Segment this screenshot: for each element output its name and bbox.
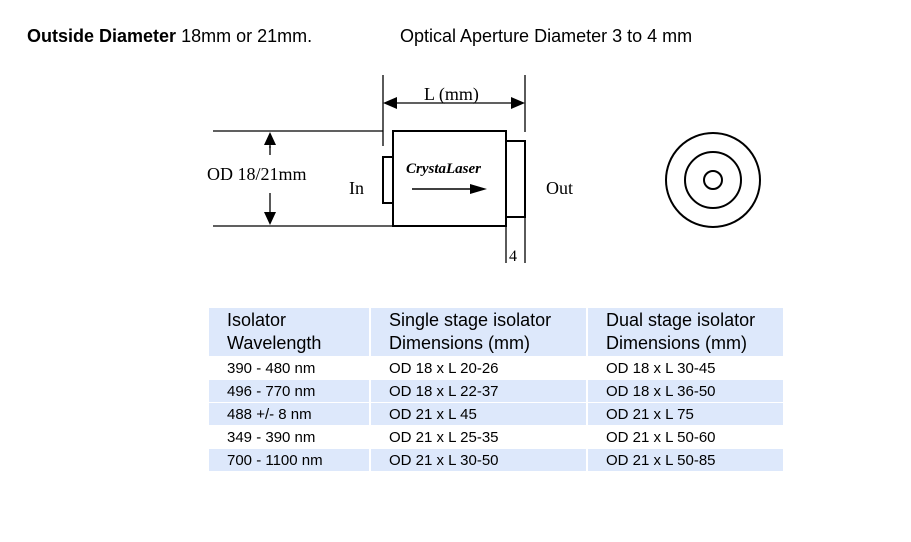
outside-diameter-heading: Outside Diameter 18mm or 21mm. (27, 26, 312, 47)
single-stage-cell: OD 18 x L 22-37 (371, 380, 586, 402)
length-label: L (mm) (424, 84, 479, 105)
table-row: 390 - 480 nm OD 18 x L 20-26 OD 18 x L 30-… (209, 357, 783, 379)
wavelength-cell: 496 - 770 nm (209, 380, 369, 402)
dual-stage-cell: OD 21 x L 75 (588, 403, 783, 425)
od-diagram-label: OD 18/21mm (207, 164, 307, 184)
aperture-heading: Optical Aperture Diameter 3 to 4 mm (400, 26, 693, 46)
isolator-body (392, 130, 507, 227)
wavelength-cell: 390 - 480 nm (227, 359, 316, 377)
output-cap (505, 140, 526, 218)
dual-stage-cell: OD 21 x L 50-85 (588, 449, 783, 471)
out-label: Out (546, 178, 573, 198)
single-stage-cell: OD 21 x L 45 (371, 403, 586, 425)
isolator-diagram: L (mm) OD 18/21mm In Out CrystaLaser 4 (207, 75, 761, 265)
in-label: In (349, 178, 364, 198)
outer-circle (665, 132, 761, 228)
arrowhead-down (264, 212, 276, 225)
wavelength-cell: 700 - 1100 nm (209, 449, 369, 471)
aperture-circle (703, 170, 723, 190)
od-label: Outside Diameter (27, 26, 177, 46)
od-value: 18mm or 21mm. (181, 26, 313, 46)
offset-label: 4 (509, 248, 517, 265)
brand-logo: CrystaLaser (406, 161, 481, 177)
arrowhead-up (264, 132, 276, 145)
arrowhead-left (383, 97, 397, 109)
dual-stage-cell: OD 21 x L 50-60 (606, 428, 716, 446)
single-stage-cell: OD 21 x L 30-50 (371, 449, 586, 471)
input-cap (382, 156, 394, 204)
wavelength-cell: 349 - 390 nm (227, 428, 316, 446)
arrowhead-right (511, 97, 525, 109)
dual-stage-cell: OD 18 x L 30-45 (606, 359, 716, 377)
wavelength-cell: 488 +/- 8 nm (209, 403, 369, 425)
middle-circle (684, 151, 742, 209)
table-row: 349 - 390 nm OD 21 x L 25-35 OD 21 x L 50-… (209, 426, 783, 448)
single-stage-cell: OD 18 x L 20-26 (389, 359, 499, 377)
dual-stage-cell: OD 18 x L 36-50 (588, 380, 783, 402)
single-stage-cell: OD 21 x L 25-35 (389, 428, 499, 446)
